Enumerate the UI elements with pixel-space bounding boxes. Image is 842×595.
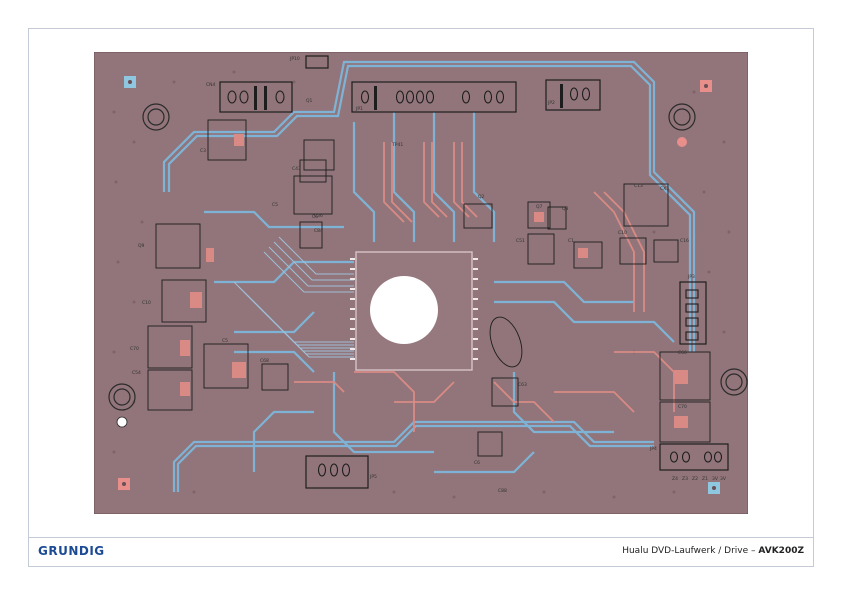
label-c43: C43 <box>292 166 301 172</box>
label-jp3: JP3 <box>687 274 695 280</box>
label-c6b: C6 <box>474 460 480 466</box>
label-c54: C54 <box>132 370 141 376</box>
label-q8: Q8 <box>562 206 569 212</box>
label-c70b: C70 <box>678 404 687 410</box>
connector-pin-labels: Z4 Z3 Z2 Z1 3V 3V <box>672 476 727 482</box>
pin-label-z2: Z2 <box>692 476 698 482</box>
connector-pins <box>227 87 723 477</box>
pcb-layout: JP10 CN4 Q1 JP1 JP2 C3 TP41 C43 Q2 C5 C6… <box>94 52 748 514</box>
label-c13: C13 <box>634 183 643 189</box>
label-jp4: JP4 <box>649 446 657 452</box>
label-jp10: JP10 <box>289 56 300 62</box>
label-jp5: JP5 <box>369 474 377 480</box>
label-c5: C5 <box>272 202 278 208</box>
label-c51: C51 <box>516 238 525 244</box>
label-c5b: C5 <box>222 338 228 344</box>
label-c16: C16 <box>680 238 689 244</box>
document-title: Hualu DVD-Laufwerk / Drive – AVK200Z <box>622 546 804 556</box>
label-c66: C66 <box>678 350 687 356</box>
top-layer-traces <box>294 142 675 432</box>
title-prefix: Hualu DVD-Laufwerk / Drive – <box>622 546 759 556</box>
component-outlines <box>147 119 711 457</box>
mounting-holes <box>108 103 748 428</box>
label-c6: C6 <box>312 214 318 220</box>
footer-divider <box>28 537 814 538</box>
label-c3: C3 <box>200 148 206 154</box>
connectors <box>219 55 729 489</box>
chip-pads <box>350 258 478 360</box>
pin-label-z4: Z4 <box>672 476 678 482</box>
pin-label-z1: Z1 <box>702 476 708 482</box>
label-jp1: JP1 <box>355 106 363 112</box>
label-jp2: JP2 <box>547 100 555 106</box>
pin-label-z3: Z3 <box>682 476 688 482</box>
connector-bars <box>254 84 563 110</box>
label-cx1: CX1 <box>660 186 669 192</box>
label-c1: C1 <box>568 238 574 244</box>
label-c68: C68 <box>260 358 269 364</box>
label-c10: C10 <box>618 230 627 236</box>
label-q2: Q2 <box>478 194 485 200</box>
label-q7: Q7 <box>536 204 543 210</box>
label-c36: C36 <box>314 213 323 219</box>
label-q1: Q1 <box>306 98 313 104</box>
label-q9: Q9 <box>138 243 145 249</box>
label-c10b: C10 <box>142 300 151 306</box>
label-c88: C88 <box>498 488 507 494</box>
component-pads <box>180 134 688 428</box>
fiducials <box>118 76 720 494</box>
center-hole <box>370 276 438 344</box>
brand-logo: GRUNDIG <box>38 544 105 558</box>
pin-label-3v-a: 3V <box>712 476 719 482</box>
bottom-layer-traces <box>162 60 696 492</box>
pcb-board: JP10 CN4 Q1 JP1 JP2 C3 TP41 C43 Q2 C5 C6… <box>94 52 748 514</box>
label-c70: C70 <box>130 346 139 352</box>
pin-label-3v-b: 3V <box>720 476 727 482</box>
title-model: AVK200Z <box>758 546 804 556</box>
label-c63: C63 <box>518 382 527 388</box>
silkscreen-labels: JP10 CN4 Q1 JP1 JP2 C3 TP41 C43 Q2 C5 C6… <box>130 56 695 494</box>
label-cn4: CN4 <box>206 82 216 88</box>
label-c84: C84 <box>314 228 323 234</box>
fanout-traces <box>233 236 354 358</box>
label-tp41: TP41 <box>391 142 403 148</box>
